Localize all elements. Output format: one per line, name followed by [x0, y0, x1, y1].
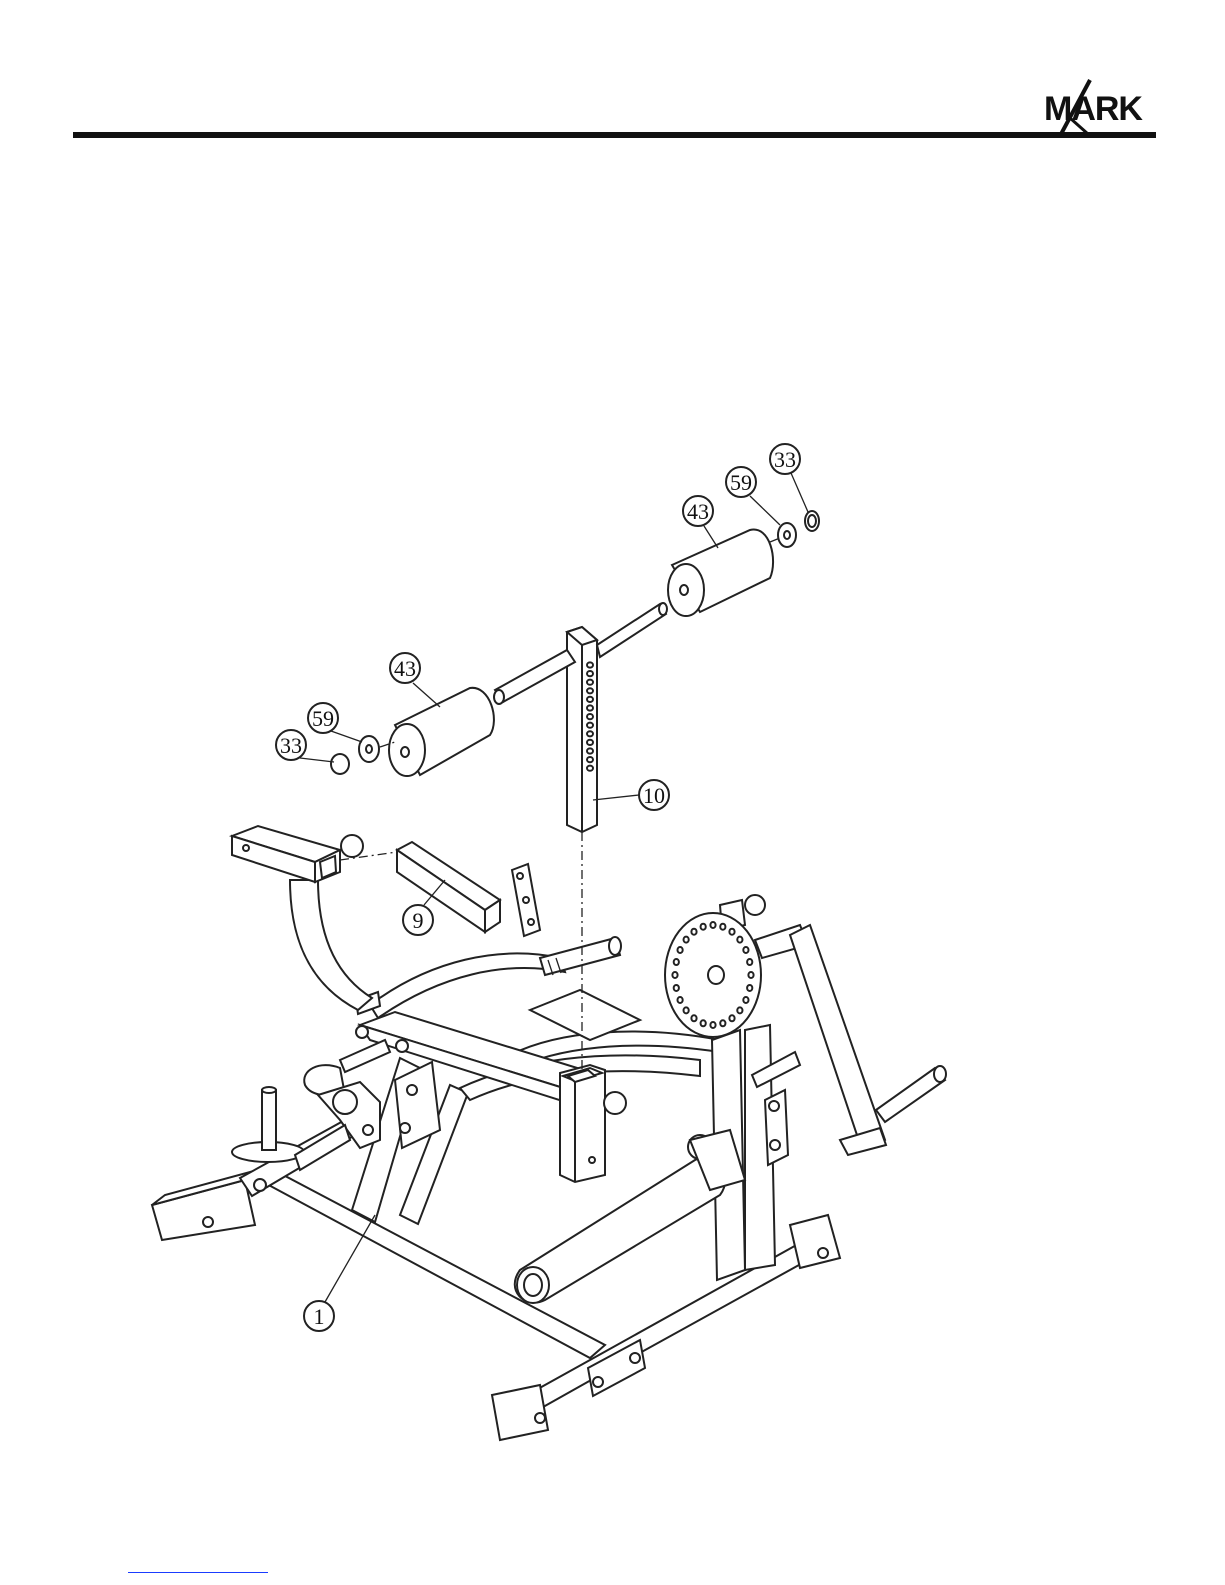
- dial-hole: [743, 947, 748, 953]
- callout-59-right: 59: [726, 467, 780, 525]
- callout-33-right: 33: [770, 444, 808, 512]
- post-hole: [587, 662, 593, 667]
- dial-hole: [677, 947, 682, 953]
- dial-hole: [674, 985, 679, 991]
- lower-roller-pad: [515, 1130, 745, 1303]
- dial-hole: [684, 1007, 689, 1013]
- dial-hole: [701, 1020, 706, 1026]
- roller-pad-left: [389, 688, 494, 776]
- callout-label: 10: [643, 783, 665, 808]
- callout-label: 9: [413, 908, 424, 933]
- post-hole: [587, 748, 593, 753]
- post-hole: [587, 757, 593, 762]
- weight-horn: [232, 1087, 304, 1162]
- dial-hole: [691, 929, 696, 935]
- dial-hole: [748, 972, 753, 978]
- dial-hole: [743, 997, 748, 1003]
- dial-hole: [720, 924, 725, 930]
- dial-hole: [710, 1022, 715, 1028]
- callout-59-left: 59: [308, 703, 362, 742]
- dial-hole: [747, 959, 752, 965]
- footer-link-underline[interactable]: [128, 1572, 268, 1573]
- dial-hole: [747, 985, 752, 991]
- dial-hole: [737, 1007, 742, 1013]
- callout-10: 10: [593, 780, 669, 810]
- callout-33-left: 33: [276, 730, 334, 762]
- dial-hole: [729, 929, 734, 935]
- post-hole: [587, 671, 593, 676]
- post-hole: [587, 697, 593, 702]
- washer-59-right: [778, 523, 796, 547]
- dial-hole: [674, 959, 679, 965]
- callout-1: 1: [304, 1215, 375, 1331]
- callout-43-left: 43: [390, 653, 440, 707]
- dial-hole: [720, 1020, 725, 1026]
- callout-label: 43: [394, 656, 416, 681]
- callout-label: 33: [774, 447, 796, 472]
- upper-left-socket: [232, 826, 397, 882]
- post-hole: [587, 731, 593, 736]
- post-hole: [587, 705, 593, 710]
- dial-hole: [691, 1015, 696, 1021]
- callout-label: 33: [280, 733, 302, 758]
- dial-hole: [729, 1015, 734, 1021]
- dial-hole: [737, 937, 742, 943]
- dial-hole: [684, 937, 689, 943]
- callout-label: 43: [687, 499, 709, 524]
- dial-hole: [701, 924, 706, 930]
- post-hole: [587, 723, 593, 728]
- callout-label: 59: [730, 470, 752, 495]
- washer-59-left: [359, 736, 379, 762]
- callout-label: 1: [314, 1304, 325, 1329]
- dial-hole: [677, 997, 682, 1003]
- callout-label: 59: [312, 706, 334, 731]
- post-hole: [587, 766, 593, 771]
- callout-43-right: 43: [683, 496, 718, 548]
- post-hole: [587, 714, 593, 719]
- post-hole: [587, 680, 593, 685]
- dial-hole: [672, 972, 677, 978]
- post-hole: [587, 688, 593, 693]
- dial-hole: [710, 922, 715, 928]
- center-socket-tube: [560, 1065, 626, 1182]
- cap-33-left: [331, 754, 349, 774]
- cap-33-right: [805, 511, 819, 531]
- roller-pad-right: [668, 530, 773, 616]
- post-hole: [587, 740, 593, 745]
